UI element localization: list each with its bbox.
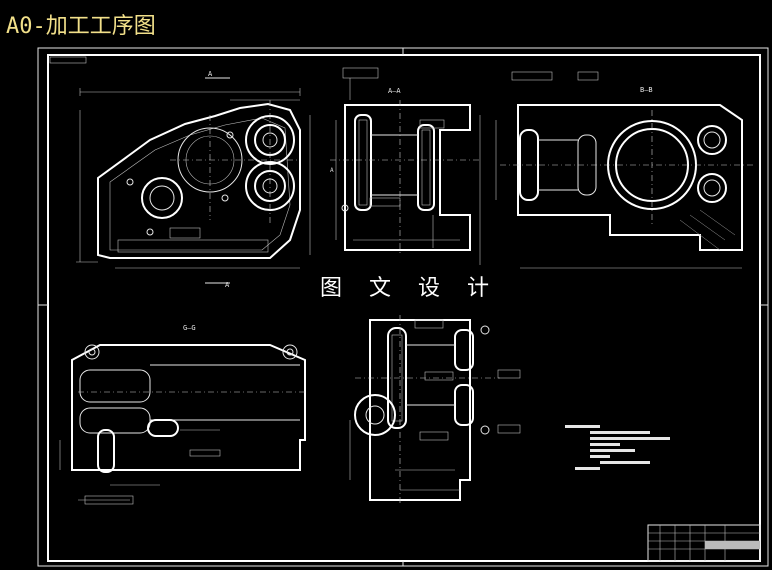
outer-frame — [37, 47, 769, 567]
section-a-a-label: A—A — [388, 87, 401, 95]
section-a-marker: A — [330, 167, 334, 174]
section-g-g-label: G—G — [183, 324, 196, 332]
inner-frame — [47, 54, 761, 562]
section-g-g — [59, 344, 306, 505]
front-view — [76, 77, 311, 284]
section-bottom-middle — [349, 315, 521, 505]
front-view-label-bottom: A — [225, 281, 230, 289]
technical-notes — [565, 425, 670, 470]
title-block — [647, 524, 761, 562]
drawing-title: A0-加工工序图 — [6, 14, 156, 39]
section-b-b — [495, 71, 755, 269]
front-view-label: A — [208, 70, 213, 78]
watermark-text: 图 文 设 计 — [320, 276, 499, 301]
section-b-b-label: B—B — [640, 86, 653, 94]
section-a-a — [330, 67, 481, 265]
corner-label-box — [49, 56, 87, 64]
